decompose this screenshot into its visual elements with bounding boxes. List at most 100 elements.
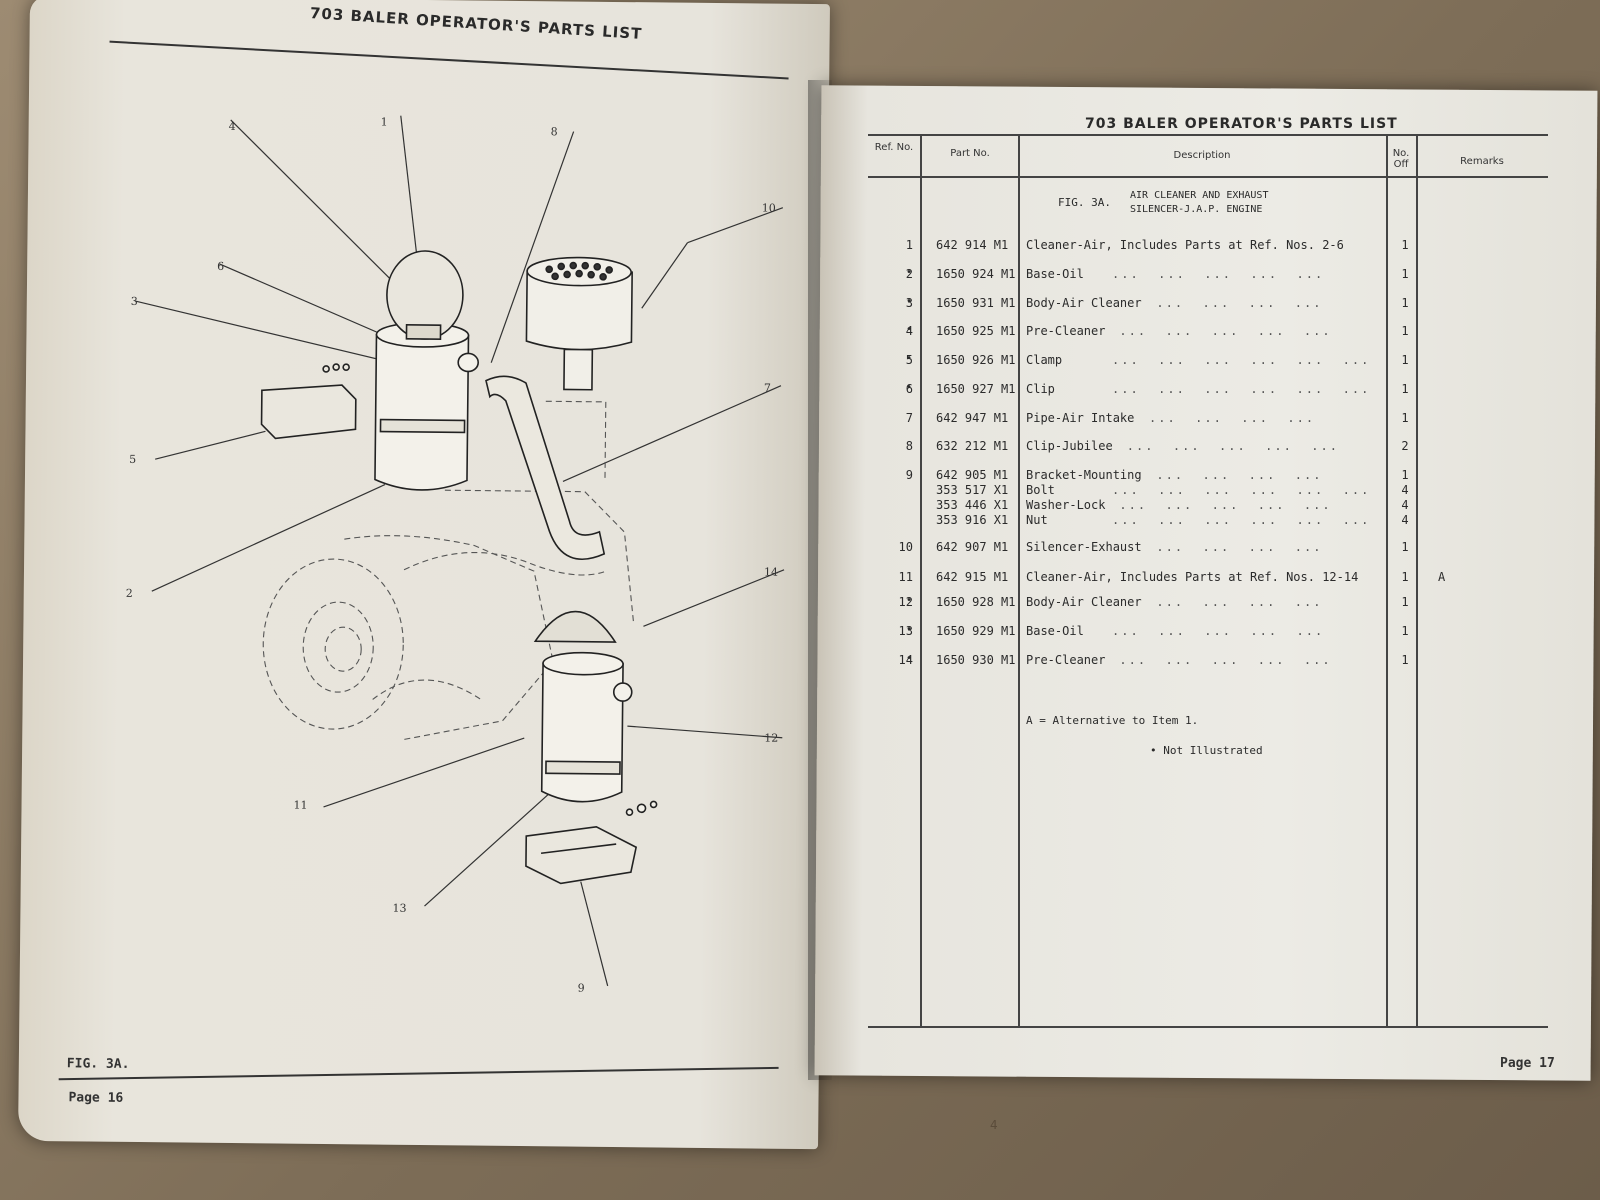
quantity-cell: 1 bbox=[1401, 353, 1409, 367]
ref-cell: 2 bbox=[905, 267, 913, 281]
remarks-cell: A bbox=[1438, 570, 1446, 584]
note-alternative: A = Alternative to Item 1. bbox=[1026, 714, 1199, 727]
col-line-3 bbox=[1386, 134, 1388, 1026]
ref-cell: 7 bbox=[905, 411, 913, 425]
clamp-upper bbox=[260, 363, 357, 440]
ref-cell: 14 bbox=[898, 653, 913, 667]
leader-dots: ... ... ... ... ... ... bbox=[1112, 513, 1371, 527]
callout-9: 9 bbox=[577, 981, 585, 995]
description-cell: Clip-Jubilee bbox=[1026, 439, 1113, 453]
description-cell: Body-Air Cleaner bbox=[1026, 296, 1142, 310]
description-cell: Pipe-Air Intake bbox=[1026, 411, 1135, 425]
air-cleaner-upper bbox=[374, 250, 480, 491]
part-number-cell: 1650 924 M1 bbox=[936, 267, 1016, 281]
ref-cell: 13 bbox=[898, 624, 913, 638]
quantity-cell: 4 bbox=[1401, 498, 1409, 512]
figure-subtitle-1: AIR CLEANER AND EXHAUST bbox=[1130, 190, 1269, 201]
description-cell: Clip bbox=[1026, 382, 1055, 396]
leader-dots: ... ... ... ... ... bbox=[1112, 624, 1325, 638]
part-number-cell: 353 916 X1 bbox=[936, 513, 1009, 527]
part-number-cell: 1650 925 M1 bbox=[936, 324, 1016, 338]
header-no-off: No. Off bbox=[1392, 148, 1410, 170]
quantity-cell: 1 bbox=[1401, 653, 1409, 667]
leader-line-6 bbox=[218, 263, 402, 344]
leader-dots: ... ... ... ... ... bbox=[1126, 439, 1339, 453]
not-illustrated-marker: • bbox=[906, 382, 913, 393]
left-page: 703 BALER OPERATOR'S PARTS LIST bbox=[18, 0, 830, 1150]
description-cell: Pre-Cleaner bbox=[1026, 324, 1106, 338]
not-illustrated-marker: • bbox=[906, 267, 913, 278]
quantity-cell: 1 bbox=[1401, 296, 1409, 310]
note-not-illustrated: • Not Illustrated bbox=[1150, 744, 1263, 757]
header-ref: Ref. No. bbox=[874, 142, 914, 153]
exploded-diagram bbox=[134, 115, 785, 987]
leader-dots: ... ... ... ... ... ... bbox=[1112, 382, 1371, 396]
leader-line-7 bbox=[562, 385, 782, 482]
callout-4: 4 bbox=[228, 119, 236, 134]
right-running-head: 703 BALER OPERATOR'S PARTS LIST bbox=[1085, 116, 1398, 132]
description-cell: Nut bbox=[1026, 513, 1048, 527]
callout-1: 1 bbox=[380, 115, 388, 129]
leader-dots: ... ... ... ... bbox=[1156, 468, 1323, 482]
quantity-cell: 1 bbox=[1401, 540, 1409, 554]
callout-14: 14 bbox=[763, 565, 779, 579]
leader-line-9 bbox=[580, 881, 609, 987]
quantity-cell: 4 bbox=[1401, 513, 1409, 527]
callout-2: 2 bbox=[125, 586, 133, 600]
table-row: 353 916 X1 Nut 4 ... ... ... ... ... ... bbox=[868, 513, 1548, 529]
leader-line-1 bbox=[400, 115, 418, 260]
header-remarks: Remarks bbox=[1460, 156, 1504, 167]
part-number-cell: 642 907 M1 bbox=[936, 540, 1009, 554]
description-cell: Bolt bbox=[1026, 483, 1055, 497]
not-illustrated-marker: • bbox=[906, 296, 913, 307]
leader-line-10b bbox=[641, 242, 688, 309]
part-number-cell: 1650 931 M1 bbox=[936, 296, 1016, 310]
leader-line-11 bbox=[323, 737, 525, 808]
part-number-cell: 632 212 M1 bbox=[936, 439, 1009, 453]
ref-cell: 6 bbox=[905, 382, 913, 396]
left-page-number: Page 16 bbox=[68, 1090, 124, 1106]
quantity-cell: 1 bbox=[1401, 238, 1409, 252]
leader-line-14 bbox=[643, 569, 785, 627]
quantity-cell: 1 bbox=[1401, 570, 1409, 584]
leader-dots: ... ... ... ... bbox=[1156, 540, 1323, 554]
quantity-cell: 1 bbox=[1401, 411, 1409, 425]
leader-line-4 bbox=[230, 119, 398, 287]
table-bottom-rule bbox=[868, 1026, 1548, 1028]
ref-cell: 1 bbox=[905, 238, 913, 252]
leader-line-5 bbox=[155, 430, 266, 460]
callout-13: 13 bbox=[392, 901, 407, 915]
figure-subtitle-2: SILENCER-J.A.P. ENGINE bbox=[1130, 204, 1263, 215]
ref-cell: 9 bbox=[905, 468, 913, 482]
leader-dots: ... ... ... ... bbox=[1156, 296, 1323, 310]
callout-8: 8 bbox=[550, 125, 558, 139]
ref-cell: 11 bbox=[898, 570, 913, 584]
part-number-cell: 1650 928 M1 bbox=[936, 595, 1016, 609]
quantity-cell: 4 bbox=[1401, 483, 1409, 497]
engine-outline bbox=[262, 400, 635, 741]
not-illustrated-marker: • bbox=[906, 624, 913, 635]
quantity-cell: 1 bbox=[1401, 324, 1409, 338]
left-figure-label: FIG. 3A. bbox=[66, 1056, 130, 1072]
description-cell: Pre-Cleaner bbox=[1026, 653, 1106, 667]
description-cell: Washer-Lock bbox=[1026, 498, 1106, 512]
leader-dots: ... ... ... ... ... ... bbox=[1112, 353, 1371, 367]
description-cell: Clamp bbox=[1026, 353, 1063, 367]
part-number-cell: 1650 930 M1 bbox=[936, 653, 1016, 667]
ref-cell: 12 bbox=[898, 595, 913, 609]
leader-line-8 bbox=[490, 131, 575, 363]
table-mark: 4 bbox=[990, 1118, 998, 1132]
ref-cell: 10 bbox=[898, 540, 913, 554]
ref-cell: 5 bbox=[905, 353, 913, 367]
part-number-cell: 642 914 M1 bbox=[936, 238, 1009, 252]
